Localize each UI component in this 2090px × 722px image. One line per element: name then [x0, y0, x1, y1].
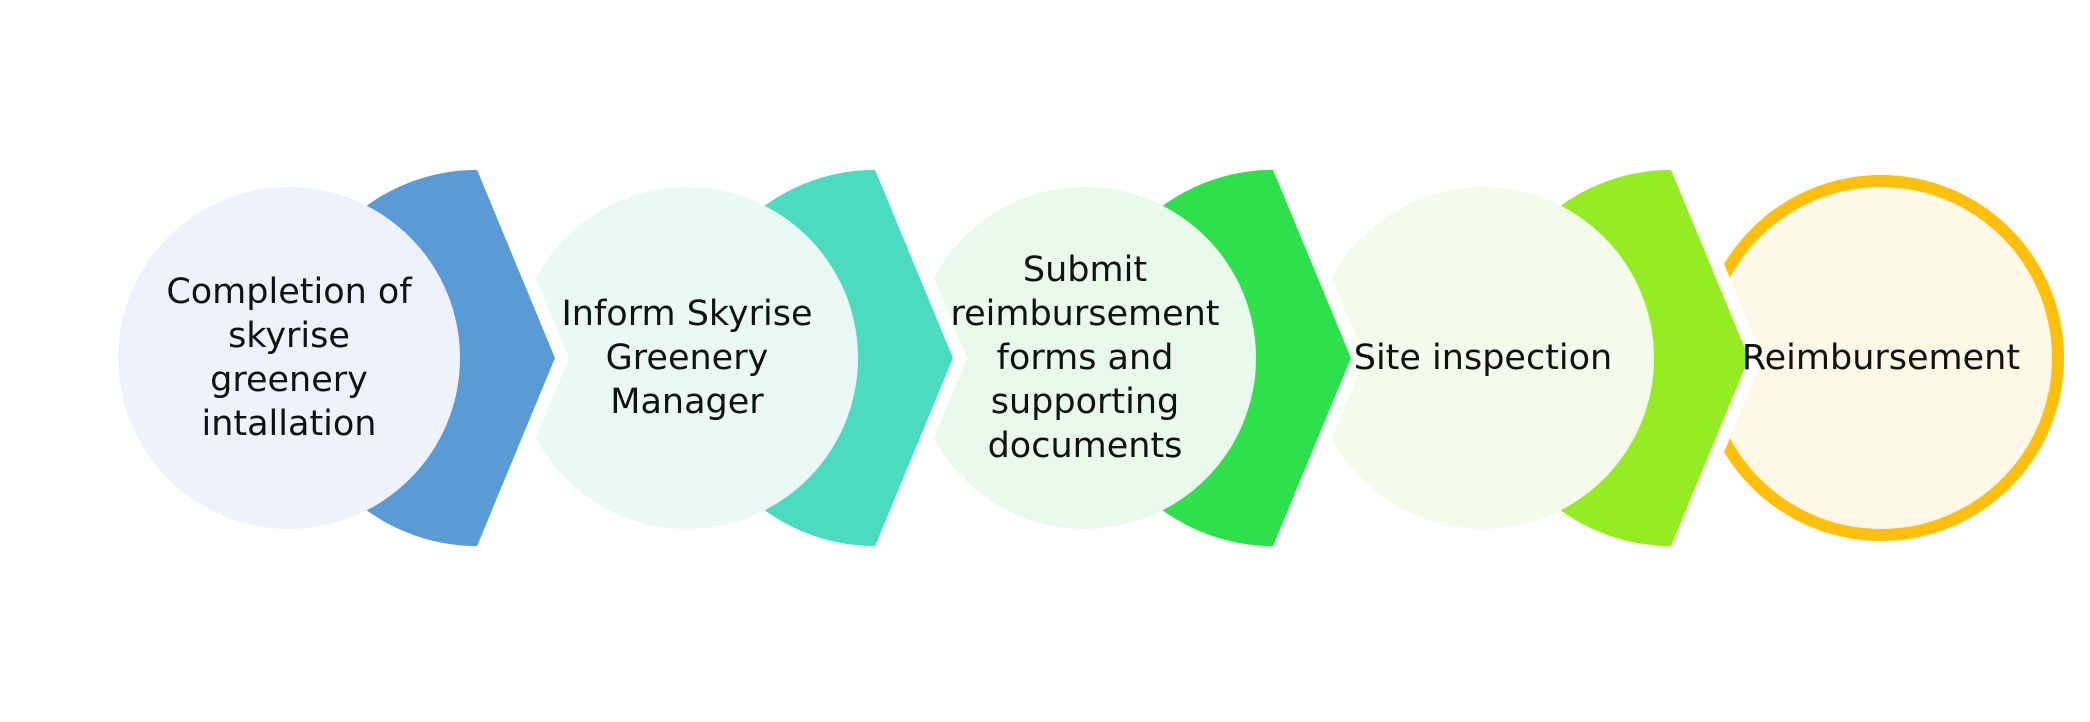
- step-4-inner: [1312, 187, 1654, 529]
- step-5-inner: [1710, 187, 2052, 529]
- step-1-label: Completion of skyrise greenery intallati…: [166, 272, 412, 444]
- step-2-inner: [516, 187, 858, 529]
- step-4-label: Site inspection: [1353, 338, 1613, 378]
- step-shapes: [118, 156, 2078, 560]
- step-3-label: Submit reimbursement forms and supportin…: [950, 250, 1220, 466]
- step-5-label: Reimbursement: [1741, 338, 2021, 378]
- step-1-inner: [118, 187, 460, 529]
- step-3-inner: [914, 187, 1256, 529]
- step-2-label: Inform Skyrise Greenery Manager: [561, 294, 813, 422]
